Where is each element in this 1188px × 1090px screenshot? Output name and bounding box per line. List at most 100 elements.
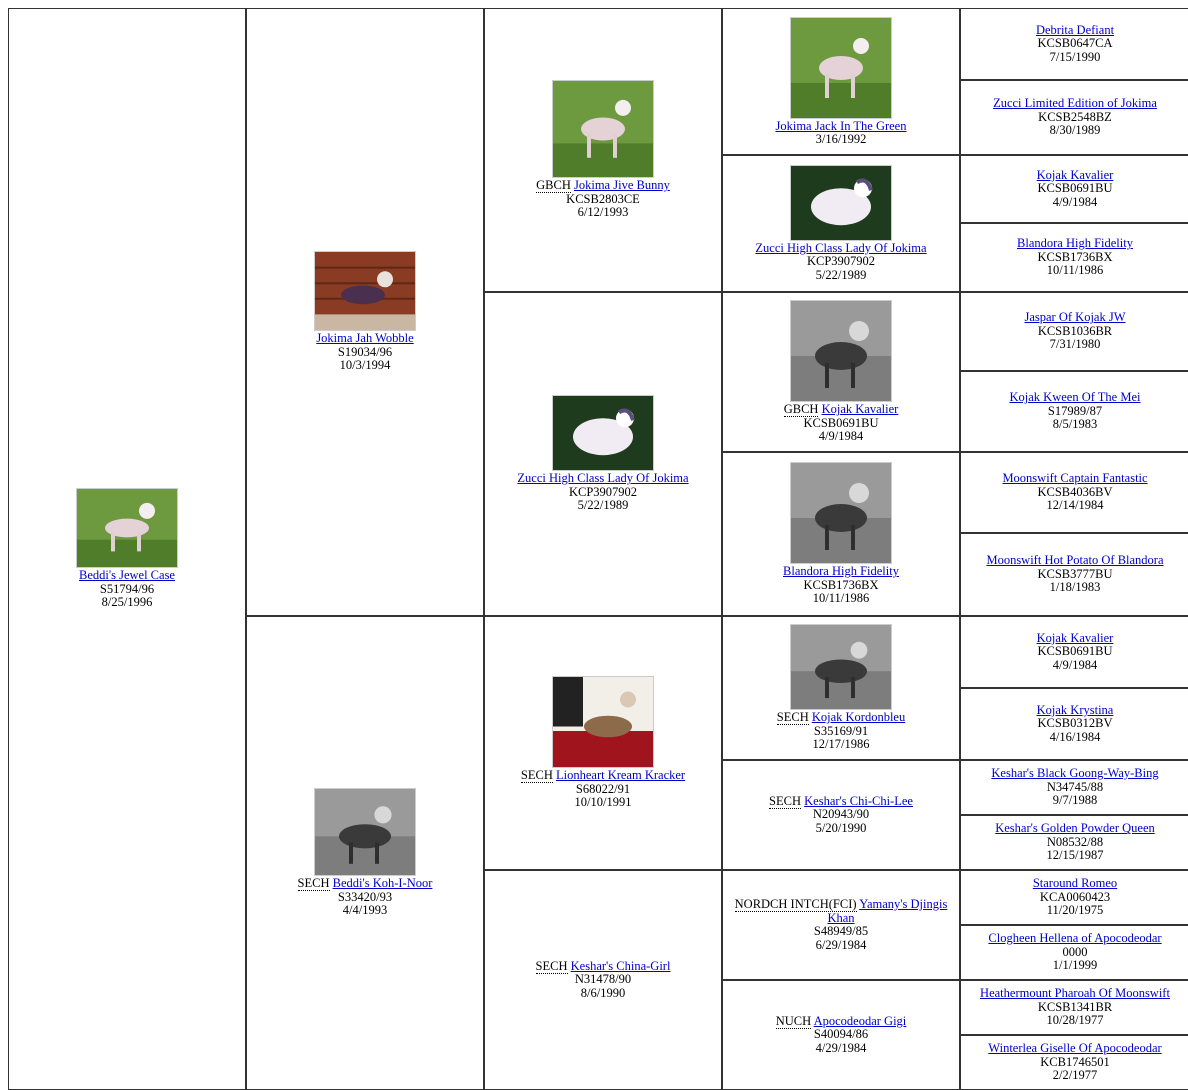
dog-name-link[interactable]: Zucci High Class Lady Of Jokima	[517, 471, 689, 486]
dog-name-link[interactable]: Jaspar Of Kojak JW	[1024, 310, 1126, 325]
registration-number: KCSB0691BU	[1037, 644, 1113, 659]
name-line: GBCH Kojak Kavalier	[783, 402, 899, 418]
dog-name-link[interactable]: Kojak Kavalier	[821, 402, 899, 417]
dog-photo[interactable]	[314, 251, 416, 332]
dog-name-link[interactable]: Moonswift Captain Fantastic	[1002, 471, 1148, 486]
dog-photo[interactable]	[551, 80, 654, 179]
dog-name-link[interactable]: Beddi's Koh-I-Noor	[332, 876, 433, 891]
name-line: Clogheen Hellena of Apocodeodar	[988, 932, 1161, 946]
name-line: Moonswift Captain Fantastic	[1002, 472, 1147, 486]
name-line: Heathermount Pharoah Of Moonswift	[980, 987, 1170, 1001]
dog-name-link[interactable]: Jokima Jive Bunny	[574, 178, 670, 193]
registration-number: KCSB4036BV	[1037, 484, 1113, 499]
birth-date: 10/11/1986	[812, 591, 870, 606]
dog-name-link[interactable]: Winterlea Giselle Of Apocodeodar	[988, 1041, 1162, 1056]
dog-name-link[interactable]: Zucci Limited Edition of Jokima	[993, 96, 1157, 111]
dog-name-link[interactable]: Heathermount Pharoah Of Moonswift	[980, 986, 1170, 1001]
birth-date: 6/29/1984	[815, 937, 867, 952]
title-abbr: SECH	[520, 768, 553, 784]
title-abbr: NORDCH INTCH(FCI)	[734, 897, 857, 912]
dog-name-link[interactable]: Keshar's China-Girl	[570, 958, 671, 973]
name-line: Keshar's Golden Powder Queen	[995, 822, 1155, 836]
registration-number: S35169/91	[813, 723, 869, 738]
dog-photo[interactable]	[790, 300, 892, 403]
dog-photo[interactable]	[790, 624, 892, 711]
dog-name-link[interactable]: Kojak Kavalier	[1036, 630, 1114, 645]
name-line: Kojak Krystina	[1036, 702, 1114, 718]
dog-name-link[interactable]: Kojak Kordonbleu	[811, 710, 906, 725]
birth-date: 6/12/1993	[577, 205, 629, 220]
registration-number: KCB1746501	[1040, 1054, 1110, 1069]
name-line: Jokima Jah Wobble	[316, 332, 413, 346]
birth-date: 8/25/1996	[101, 595, 153, 610]
dog-name-link[interactable]: Zucci High Class Lady Of Jokima	[755, 240, 927, 255]
registration-number: KCSB1036BR	[1037, 323, 1113, 338]
birth-date: 4/9/1984	[818, 429, 864, 444]
birth-date: 4/9/1984	[1052, 194, 1098, 209]
dog-name-link[interactable]: Clogheen Hellena of Apocodeodar	[988, 931, 1162, 946]
dog-name-link[interactable]: Keshar's Golden Powder Queen	[995, 821, 1155, 836]
dog-name-link[interactable]: Blandora High Fidelity	[783, 564, 899, 579]
name-line: Beddi's Jewel Case	[79, 569, 175, 583]
dog-photo[interactable]	[76, 488, 178, 569]
title-abbr: GBCH	[536, 178, 571, 194]
dog-photo[interactable]	[552, 676, 654, 769]
name-line: Jaspar Of Kojak JW	[1024, 311, 1125, 325]
dog-name-link[interactable]: Apocodeodar Gigi	[813, 1013, 907, 1028]
registration-number: KCSB1341BR	[1037, 999, 1113, 1014]
title-abbr: SECH	[776, 710, 809, 726]
name-line: Blandora High Fidelity	[1017, 237, 1133, 251]
dog-name-link[interactable]: Moonswift Hot Potato Of Blandora	[986, 553, 1164, 568]
dog-name-link[interactable]: Kojak Kween Of The Mei	[1009, 390, 1141, 405]
dog-photo[interactable]	[790, 462, 892, 565]
birth-date: 10/10/1991	[574, 795, 632, 810]
dog-name-link[interactable]: Debrita Defiant	[1035, 22, 1115, 37]
birth-date: 10/28/1977	[1046, 1013, 1104, 1028]
dog-name-link[interactable]: Blandora High Fidelity	[1017, 236, 1133, 251]
birth-date: 12/17/1986	[812, 737, 870, 752]
dog-name-link[interactable]: Lionheart Kream Kracker	[555, 768, 686, 783]
dog-name-link[interactable]: Yamany's Djingis Khan	[827, 897, 948, 925]
dog-name-link[interactable]: Keshar's Chi-Chi-Lee	[804, 793, 913, 808]
dog-name-link[interactable]: Keshar's Black Goong-Way-Bing	[991, 766, 1159, 781]
birth-date: 10/3/1994	[339, 358, 391, 373]
birth-date: 7/31/1980	[1049, 337, 1101, 352]
registration-number: KCA0060423	[1039, 889, 1111, 904]
registration-number: N31478/90	[574, 972, 632, 987]
birth-date: 2/2/1977	[1052, 1068, 1098, 1083]
name-line: SECH Keshar's China-Girl	[535, 958, 671, 974]
dog-photo[interactable]	[313, 788, 416, 877]
dog-photo[interactable]	[789, 16, 892, 119]
dog-name-link[interactable]: Kojak Kavalier	[1036, 167, 1114, 182]
dog-name-link[interactable]: Staround Romeo	[1032, 876, 1118, 891]
dog-name-link[interactable]: Kojak Krystina	[1036, 702, 1114, 717]
dog-photo[interactable]	[790, 164, 892, 241]
dog-name-link[interactable]: Jokima Jah Wobble	[316, 331, 414, 346]
birth-date: 8/30/1989	[1049, 123, 1101, 138]
dog-name-link[interactable]: Jokima Jack In The Green	[775, 118, 907, 133]
dog-photo[interactable]	[552, 395, 654, 472]
dog-name-link[interactable]: Beddi's Jewel Case	[79, 568, 175, 583]
birth-date: 4/29/1984	[815, 1040, 867, 1055]
birth-date: 9/7/1988	[1052, 793, 1098, 808]
